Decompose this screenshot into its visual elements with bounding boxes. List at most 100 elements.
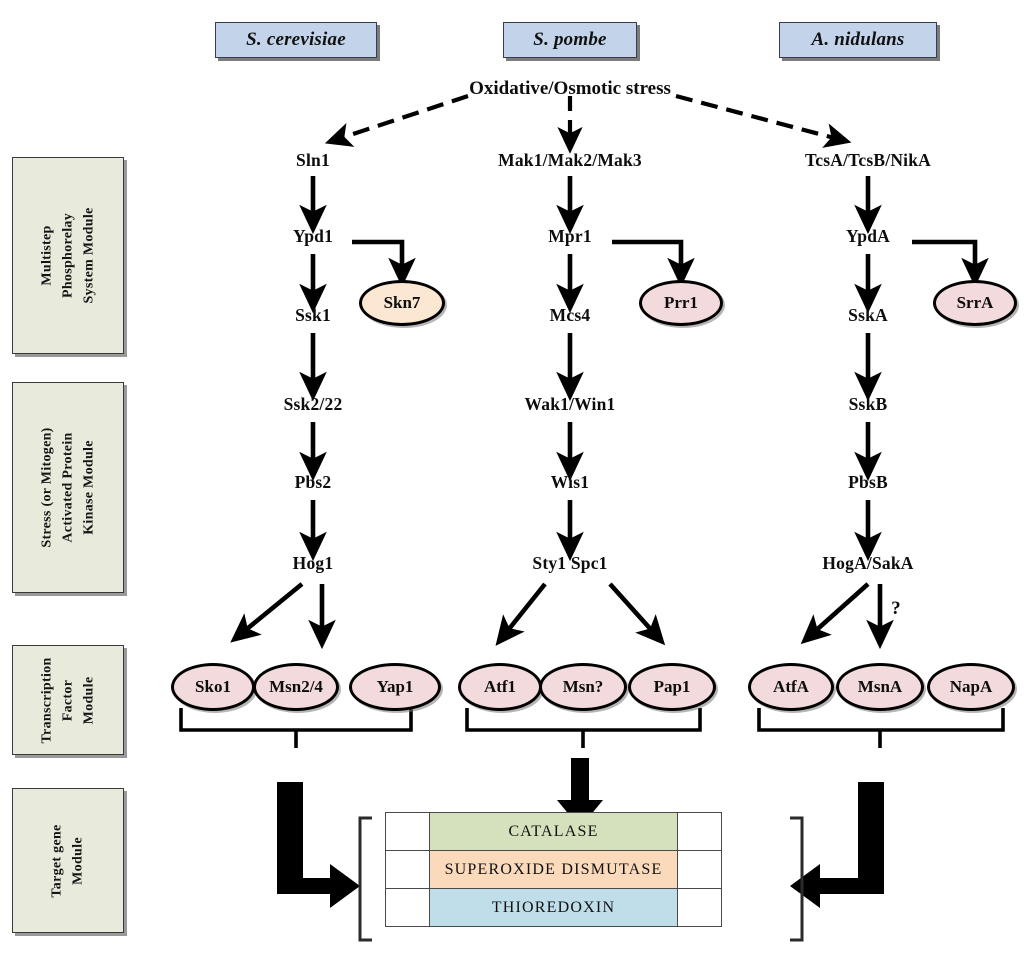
oval-label: Sko1: [195, 677, 231, 696]
stimulus-text: Oxidative/Osmotic stress: [469, 78, 671, 99]
module-box-sapk: Stress (or Mitogen) Activated Protein Ki…: [12, 382, 124, 593]
arrow-hoga-atfa: [800, 582, 870, 645]
oval-atf1: Atf1: [458, 663, 542, 711]
gene-label: THIOREDOXIN: [491, 898, 616, 916]
uncertain-link-question-mark: ?: [891, 598, 901, 620]
arrow-ypda-srra: [912, 239, 989, 288]
table-row: THIOREDOXIN: [385, 888, 722, 927]
oval-atfa: AtfA: [748, 663, 834, 711]
node-label: Mak1/Mak2/Mak3: [498, 150, 642, 170]
gene-cell-superoxide-dismutase: SUPEROXIDE DISMUTASE: [429, 850, 678, 889]
oval-sko1: Sko1: [171, 663, 255, 711]
gene-label: SUPEROXIDE DISMUTASE: [444, 860, 663, 878]
stimulus-arrow-left: [324, 94, 469, 147]
node-sln1: Sln1: [296, 150, 330, 171]
brace-cerevisiae: [179, 708, 413, 732]
gene-label: CATALASE: [508, 822, 599, 840]
gene-row-right-pad: [677, 850, 722, 889]
oval-label: Prr1: [664, 293, 698, 312]
node-tcsa-tcsb-nika: TcsA/TcsB/NikA: [805, 150, 931, 171]
oval-napa: NapA: [927, 663, 1015, 711]
node-sty1-spc1: Sty1 Spc1: [532, 553, 607, 574]
species-label: S. pombe: [533, 29, 607, 50]
arrow-sty1-atf1: [495, 582, 547, 646]
module-line: Module: [81, 676, 97, 724]
module-line: Activated Protein: [60, 432, 76, 543]
node-label: Ypd1: [292, 226, 334, 246]
species-header-pombe: S. pombe: [503, 22, 637, 58]
node-pbs2: Pbs2: [295, 472, 332, 493]
node-label: Hog1: [292, 553, 334, 573]
species-header-nidulans: A. nidulans: [779, 22, 937, 58]
oval-label: Yap1: [376, 677, 414, 696]
oval-skn7: Skn7: [359, 280, 445, 326]
target-gene-table: CATALASE SUPEROXIDE DISMUTASE THIOREDOXI…: [385, 812, 722, 927]
node-label: Sln1: [296, 150, 330, 170]
node-hoga-saka: HogA/SakA: [822, 553, 913, 574]
module-label: Stress (or Mitogen) Activated Protein Ki…: [37, 427, 100, 547]
module-box-transcription-factor: Transcription Factor Module: [12, 645, 124, 755]
bracket-left: [358, 816, 372, 942]
module-box-multistep-phosphorelay: Multistep Phosphorelay System Module: [12, 157, 124, 354]
module-line: Module: [70, 836, 86, 885]
oval-label: Pap1: [653, 677, 691, 696]
node-wak1-win1: Wak1/Win1: [525, 394, 616, 415]
oval-label: NapA: [949, 677, 993, 696]
gene-cell-thioredoxin: THIOREDOXIN: [429, 888, 678, 927]
node-label: YpdA: [846, 226, 890, 246]
species-label: S. cerevisiae: [246, 29, 346, 50]
node-label: Mcs4: [549, 305, 591, 325]
module-line: Stress (or Mitogen): [39, 427, 55, 548]
oval-msn-unknown: Msn?: [539, 663, 627, 711]
gene-row-left-pad: [385, 850, 430, 889]
node-hog1: Hog1: [293, 553, 334, 574]
stimulus-arrow-right: [675, 93, 852, 148]
node-mpr1: Mpr1: [548, 226, 592, 247]
node-sska: SskA: [848, 305, 888, 326]
node-label: SskA: [848, 305, 888, 325]
node-label: Ssk2/22: [283, 394, 343, 414]
oval-label: AtfA: [773, 677, 809, 696]
node-label: HogA/SakA: [822, 553, 914, 573]
gene-row-right-pad: [677, 812, 722, 851]
gene-cell-catalase: CATALASE: [429, 812, 678, 851]
arrow-hog1-sko1: [230, 582, 304, 643]
node-mcs4: Mcs4: [550, 305, 591, 326]
thick-arrow-right: [790, 782, 884, 908]
species-header-cerevisiae: S. cerevisiae: [215, 22, 377, 58]
oval-label: Atf1: [483, 677, 517, 696]
module-line: Factor: [60, 679, 76, 721]
arrow-ypd1-skn7: [352, 239, 416, 288]
stimulus-label: Oxidative/Osmotic stress: [469, 78, 671, 100]
module-line: Multistep: [39, 225, 55, 286]
node-label: Pbs2: [294, 472, 332, 492]
module-line: System Module: [81, 207, 97, 304]
node-mak1-mak2-mak3: Mak1/Mak2/Mak3: [498, 150, 642, 171]
oval-msna: MsnA: [836, 663, 924, 711]
table-row: CATALASE: [385, 812, 722, 851]
oval-srra: SrrA: [933, 280, 1017, 326]
node-sskb: SskB: [849, 394, 888, 415]
module-line: Transcription: [39, 656, 55, 744]
module-line: Target gene: [49, 823, 65, 898]
node-ssk1: Ssk1: [295, 305, 331, 326]
oval-label: Msn?: [562, 677, 604, 696]
module-label: Target gene Module: [47, 824, 89, 897]
oval-prr1: Prr1: [639, 280, 723, 326]
module-box-target-gene: Target gene Module: [12, 788, 124, 933]
node-ypda: YpdA: [846, 226, 890, 247]
gene-row-left-pad: [385, 812, 430, 851]
node-label: PbsB: [848, 472, 888, 492]
node-label: Sty1 Spc1: [532, 553, 608, 573]
oval-label: Msn2/4: [269, 677, 323, 696]
oval-msn2-4: Msn2/4: [253, 663, 339, 711]
species-label: A. nidulans: [811, 29, 905, 50]
node-ypd1: Ypd1: [293, 226, 333, 247]
module-line: Kinase Module: [81, 440, 97, 535]
node-label: Ssk1: [295, 305, 331, 325]
oval-label: Skn7: [383, 293, 421, 312]
arrow-sty1-pap1: [608, 582, 666, 646]
node-wis1: Wis1: [551, 472, 589, 493]
node-label: Wak1/Win1: [524, 394, 616, 414]
node-label: SskB: [848, 394, 888, 414]
